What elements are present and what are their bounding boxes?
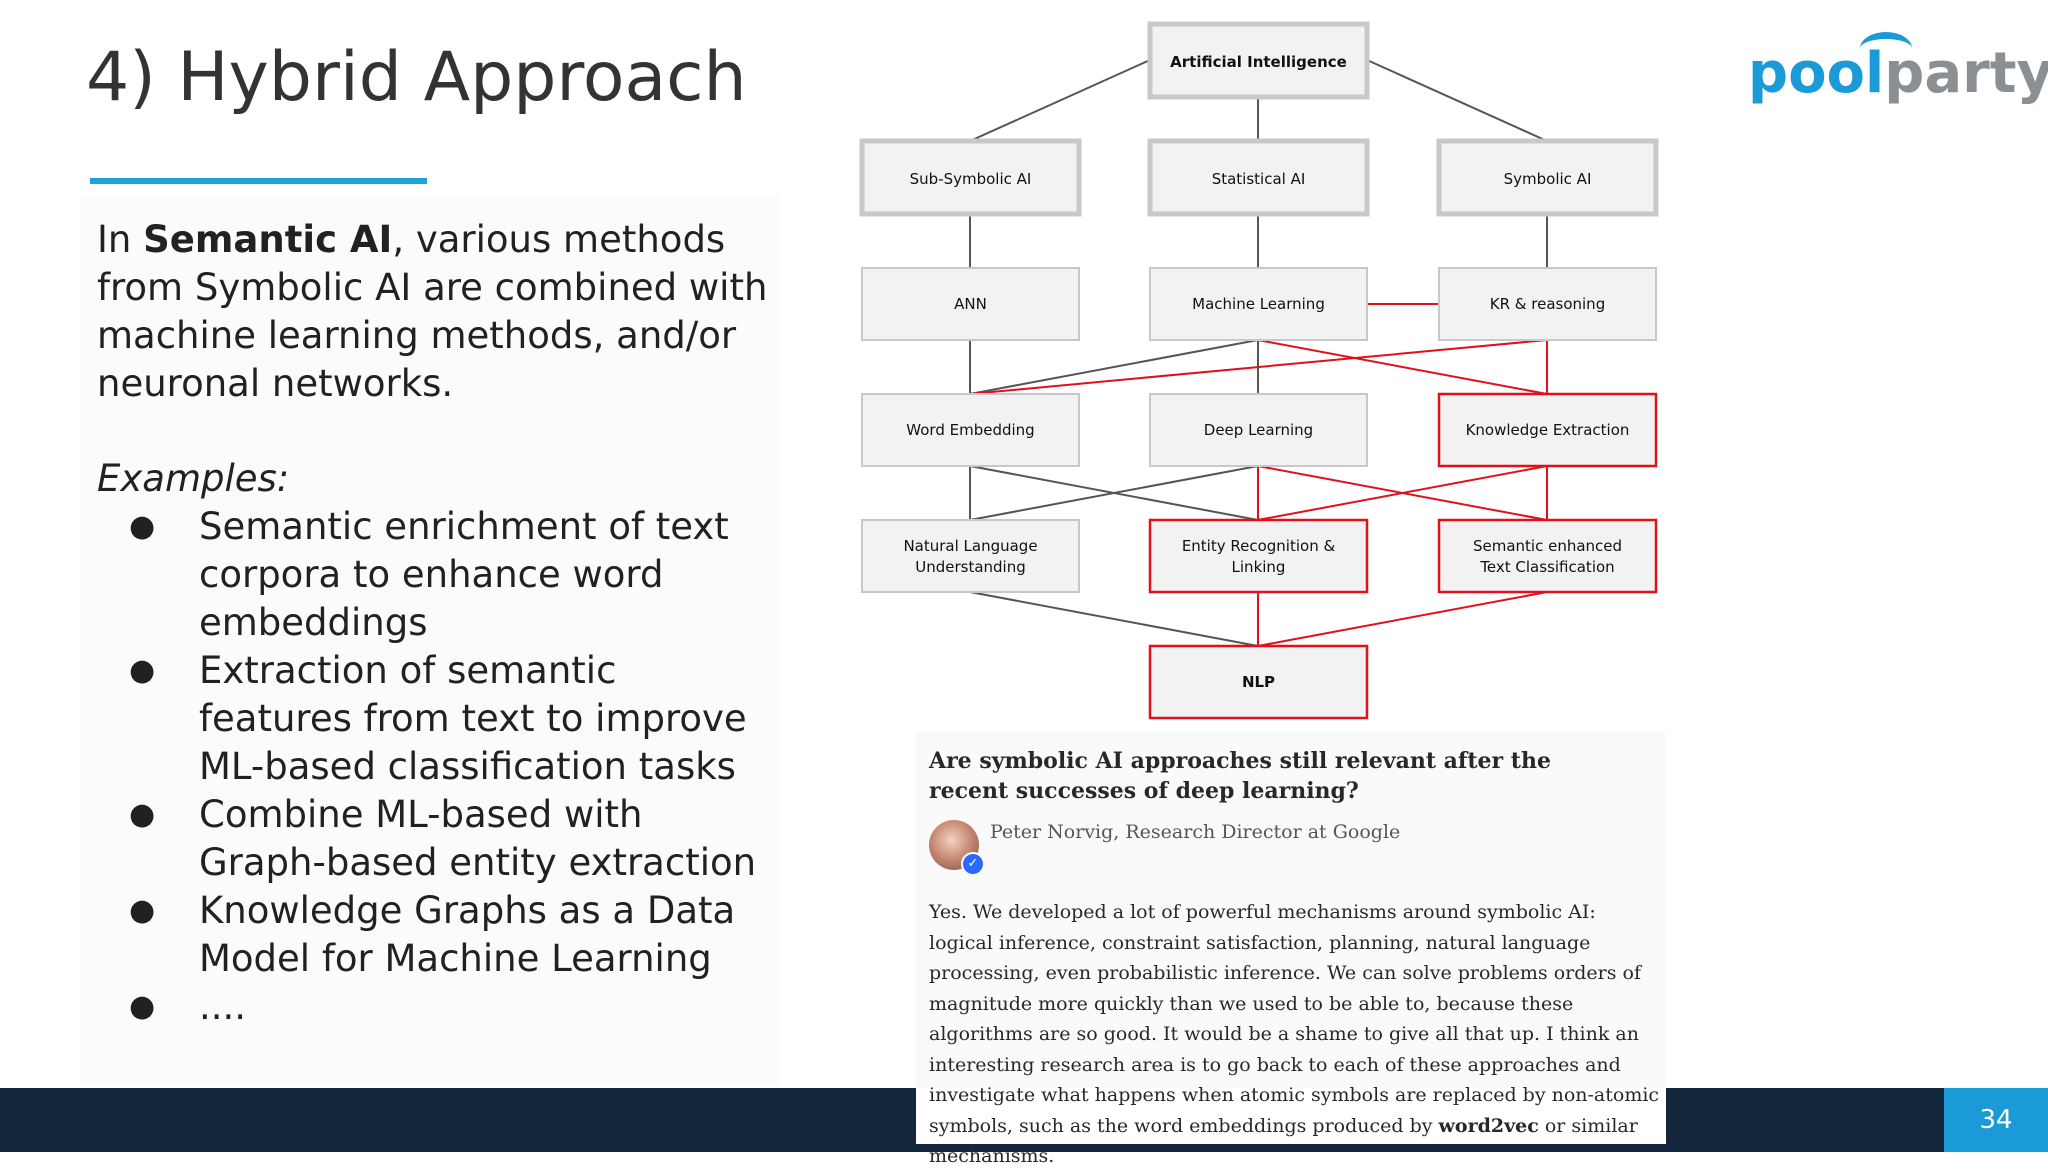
logo-arc-icon xyxy=(1860,32,1912,65)
page-number: 34 xyxy=(1944,1088,2048,1152)
node-label: Sub-Symbolic AI xyxy=(910,170,1032,188)
bullet-icon: ● xyxy=(129,653,156,688)
bullet-icon: ● xyxy=(129,989,156,1024)
bullet-icon: ● xyxy=(129,509,156,544)
list-item: ● Semantic enrichment of text corpora to … xyxy=(97,503,797,647)
list-item: ●.... xyxy=(97,983,797,1031)
intro-bold-term: Semantic AI xyxy=(143,218,393,261)
verified-badge-icon: ✓ xyxy=(961,852,985,876)
node-semantic-text-classification: Semantic enhanced Text Classification xyxy=(1437,518,1658,594)
node-knowledge-extraction: Knowledge Extraction xyxy=(1437,392,1658,468)
quote-body-text: Yes. We developed a lot of powerful mech… xyxy=(929,901,1660,1137)
node-label: Word Embedding xyxy=(906,421,1034,439)
list-item-text: Extraction of semantic features from tex… xyxy=(199,649,747,788)
node-symbolic-ai: Symbolic AI xyxy=(1436,138,1659,217)
edges-normal xyxy=(969,59,1548,647)
node-entity-recognition-linking: Entity Recognition & Linking xyxy=(1148,518,1369,594)
node-label-line2: Text Classification xyxy=(1479,558,1614,576)
node-statistical-ai: Statistical AI xyxy=(1147,138,1370,217)
node-label-line1: Entity Recognition & xyxy=(1182,537,1336,555)
node-label: Deep Learning xyxy=(1204,421,1313,439)
list-item: ● Extraction of semantic features from te… xyxy=(97,647,797,791)
list-item-text: Knowledge Graphs as a Data Model for Mac… xyxy=(199,889,736,980)
list-item-text: .... xyxy=(199,985,247,1028)
quote-body: Yes. We developed a lot of powerful mech… xyxy=(929,897,1664,1172)
bullet-icon: ● xyxy=(129,797,156,832)
node-label: KR & reasoning xyxy=(1490,295,1605,313)
edge-ml-ke xyxy=(1257,339,1548,395)
node-label-line2: Understanding xyxy=(915,558,1026,576)
poolparty-logo: poolparty® xyxy=(1748,30,2048,118)
list-item-text: Semantic enrichment of text corpora to e… xyxy=(199,505,729,644)
node-nlp: NLP xyxy=(1148,644,1369,720)
node-deep-learning: Deep Learning xyxy=(1149,393,1368,467)
node-machine-learning: Machine Learning xyxy=(1149,267,1368,341)
intro-paragraph: In Semantic AI, various methods from Sym… xyxy=(97,216,777,408)
list-item: ● Knowledge Graphs as a Data Model for Ma… xyxy=(97,887,797,983)
quote-card xyxy=(916,732,1666,1144)
examples-list: ● Semantic enrichment of text corpora to … xyxy=(97,503,797,1031)
edge-nlu-nlp xyxy=(969,591,1259,647)
node-nlu: Natural Language Understanding xyxy=(861,519,1080,593)
node-ai: Artificial Intelligence xyxy=(1147,21,1370,100)
edge-ai-sym xyxy=(1366,59,1548,142)
examples-label: Examples: xyxy=(97,457,290,500)
title-underline xyxy=(90,178,427,184)
node-sub-symbolic-ai: Sub-Symbolic AI xyxy=(859,138,1082,217)
node-ann: ANN xyxy=(861,267,1080,341)
list-item: ● Combine ML-based with Graph-based entit… xyxy=(97,791,797,887)
node-label: NLP xyxy=(1242,673,1275,691)
slide-title: 4) Hybrid Approach xyxy=(86,38,747,117)
edge-kr-we xyxy=(969,339,1548,395)
node-word-embedding: Word Embedding xyxy=(861,393,1080,467)
quote-body-bold: word2vec xyxy=(1438,1114,1539,1137)
edge-ke-erl xyxy=(1257,465,1548,521)
edge-ml-we xyxy=(969,339,1259,395)
node-label: Statistical AI xyxy=(1212,170,1306,188)
node-label: Machine Learning xyxy=(1192,295,1325,313)
ai-taxonomy-diagram: Artificial Intelligence Sub-Symbolic AI … xyxy=(859,21,1659,720)
node-label: Knowledge Extraction xyxy=(1466,421,1630,439)
edge-stc-nlp xyxy=(1257,591,1548,647)
edge-ai-subsym xyxy=(969,59,1151,142)
edge-dl-nlu xyxy=(969,465,1259,521)
intro-pre: In xyxy=(97,218,144,261)
edges-highlight xyxy=(969,303,1548,647)
node-kr-reasoning: KR & reasoning xyxy=(1438,267,1657,341)
list-item-text: Combine ML-based with Graph-based entity… xyxy=(199,793,757,884)
quote-card-bottom xyxy=(916,1088,1666,1144)
left-text-panel xyxy=(80,196,780,1086)
node-label-line1: Semantic enhanced xyxy=(1473,537,1622,555)
quote-author: Peter Norvig, Research Director at Googl… xyxy=(990,821,1401,843)
node-label: ANN xyxy=(954,295,987,313)
node-label-line2: Linking xyxy=(1232,558,1286,576)
intro-post: , various methods from Symbolic AI are c… xyxy=(97,218,768,405)
node-label: Symbolic AI xyxy=(1504,170,1592,188)
bullet-icon: ● xyxy=(129,893,156,928)
quote-question-title: Are symbolic AI approaches still relevan… xyxy=(929,748,1551,804)
node-label: Artificial Intelligence xyxy=(1170,53,1347,71)
node-label-line1: Natural Language xyxy=(903,537,1037,555)
